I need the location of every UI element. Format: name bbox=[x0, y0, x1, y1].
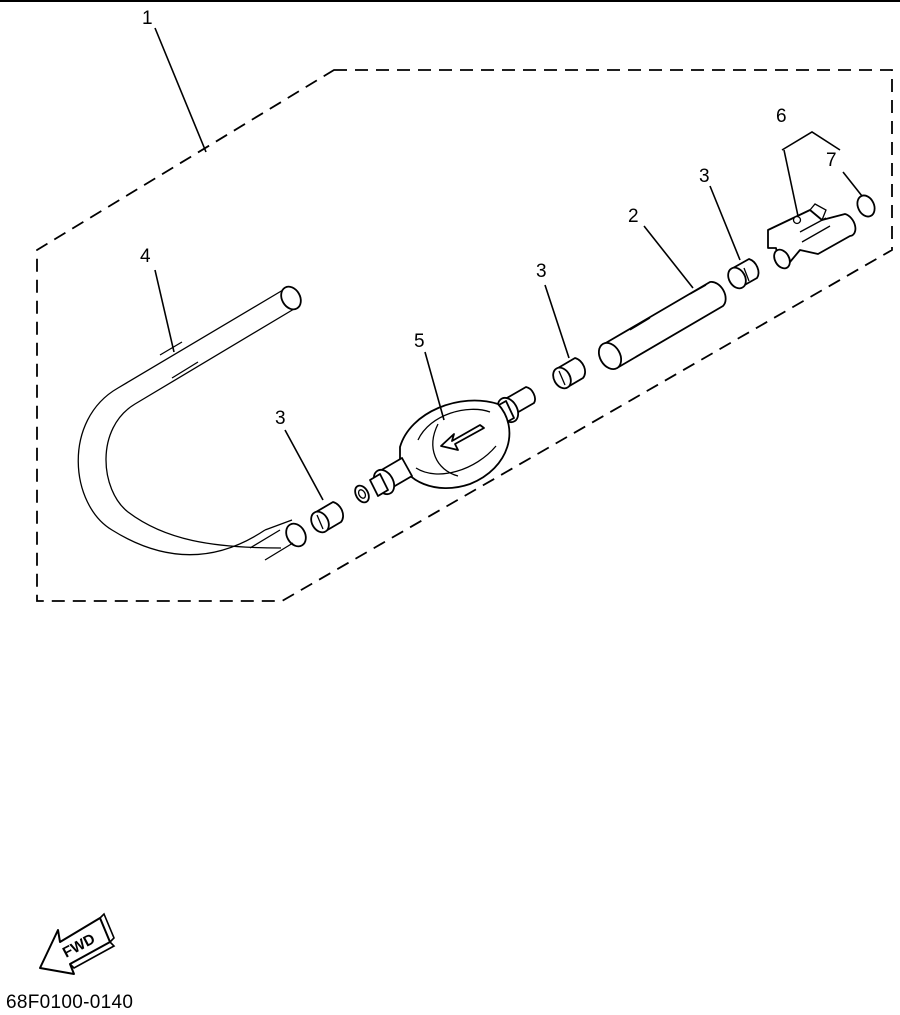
callout-clip-middle: 3 bbox=[536, 261, 547, 282]
callout-clip-right: 3 bbox=[699, 166, 710, 187]
callout-kit: 1 bbox=[142, 8, 153, 29]
kit-boundary bbox=[36, 69, 893, 602]
figure-code: 68F0100-0140 bbox=[6, 992, 133, 1013]
callout-o-ring: 7 bbox=[826, 150, 837, 171]
callout-primer-pump: 5 bbox=[414, 331, 425, 352]
callout-connector: 6 bbox=[776, 106, 787, 127]
callout-clip-left: 3 bbox=[275, 408, 286, 429]
fwd-arrow-icon: FWD bbox=[39, 912, 116, 975]
callout-hose-short: 2 bbox=[628, 206, 639, 227]
primer-pump bbox=[354, 386, 536, 504]
callout-hose-long: 4 bbox=[140, 246, 151, 267]
connector bbox=[767, 203, 857, 270]
hose-long bbox=[77, 285, 307, 561]
clip-left bbox=[310, 501, 344, 534]
clip-right bbox=[727, 258, 760, 290]
clip-middle bbox=[552, 357, 586, 390]
o-ring bbox=[856, 194, 876, 218]
hose-short bbox=[597, 281, 727, 371]
leader-lines bbox=[154, 27, 863, 501]
